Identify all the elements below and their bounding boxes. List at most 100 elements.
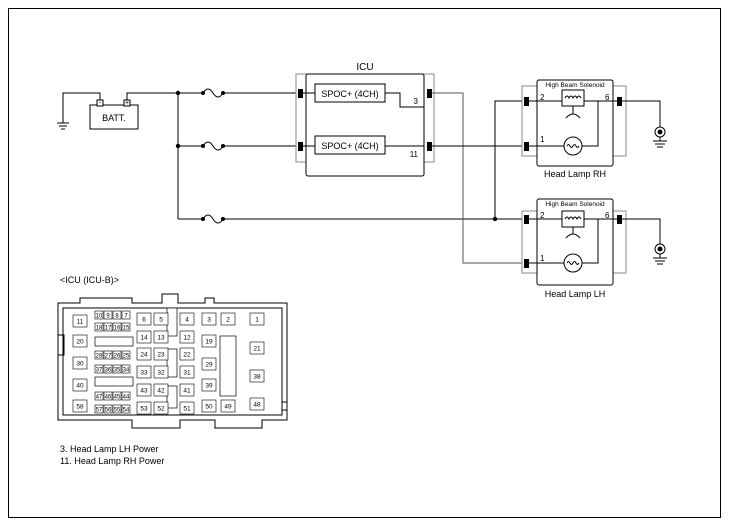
connector-pin: 18: [94, 322, 104, 332]
connector-pin-number: 6: [142, 317, 146, 324]
connector-pin-number: 57: [96, 407, 103, 413]
connector-pin-number: 5: [159, 317, 163, 324]
icu-title: ICU: [356, 62, 373, 73]
connector-pin: 10: [94, 310, 104, 320]
connector-pin-number: 3: [207, 317, 211, 324]
connector-pin: 56: [103, 404, 113, 414]
connector-pin-number: 52: [157, 406, 165, 413]
connector-pin: 53: [136, 401, 152, 415]
lamp-name: Head Lamp RH: [544, 169, 606, 179]
output-wiring: [432, 92, 525, 264]
connector-pin: 49: [220, 399, 236, 413]
connector-pin-number: 39: [205, 383, 213, 390]
connector-pin: 7: [121, 310, 131, 320]
connector-pin-number: 35: [114, 367, 121, 373]
connector-pin: 27: [103, 350, 113, 360]
connector-pin-number: 2: [226, 317, 230, 324]
connector-pin-number: 21: [253, 346, 261, 353]
connector-pin-number: 16: [114, 325, 121, 331]
head-lamp-rh: High Beam Solenoid 2 1 6 Head Lamp RH: [521, 79, 667, 179]
connector-pin: 39: [201, 378, 217, 392]
connector-pin: 35: [112, 364, 122, 374]
connector-pin: 50: [201, 399, 217, 413]
connector-pin-number: 12: [183, 335, 191, 342]
connector-pin: 1: [249, 312, 265, 326]
connector-title: <ICU (ICU-B)>: [60, 275, 119, 285]
connector-pin-number: 47: [96, 394, 103, 400]
connector-pin-number: 28: [96, 353, 103, 359]
connector-pin-number: 11: [77, 319, 84, 326]
connector-pin-number: 46: [105, 394, 112, 400]
icu-channel-label: SPOC+ (4CH): [321, 141, 378, 151]
connector-pin-number: 14: [140, 335, 148, 342]
connector-pin-number: 22: [183, 352, 191, 359]
connector-pin-number: 50: [205, 404, 213, 411]
connector-pin: 52: [153, 401, 169, 415]
connector-pin-number: 43: [140, 388, 148, 395]
connector-pin: 54: [121, 404, 131, 414]
lamp-bulb-icon: [563, 253, 583, 273]
connector-pin: 5: [153, 312, 169, 326]
connector-pin-number: 13: [157, 335, 165, 342]
lamp-pin: 2: [540, 93, 545, 102]
connector-pin: 43: [136, 383, 152, 397]
lamp-pin: 1: [540, 254, 545, 263]
lamp-name: Head Lamp LH: [545, 289, 606, 299]
diagram-border: [8, 8, 721, 518]
connector-pin: 2: [220, 312, 236, 326]
lamp-bulb-icon: [563, 136, 583, 156]
connector-pin-number: 27: [105, 353, 112, 359]
connector-pin-number: 36: [105, 367, 112, 373]
ground-icon: [653, 243, 667, 265]
connector-pin: 31: [179, 365, 195, 379]
fuse-icon: [201, 88, 225, 98]
connector-pin: 13: [153, 330, 169, 344]
connector-pin: 46: [103, 391, 113, 401]
connector-pin: 42: [153, 383, 169, 397]
connector-pin-number: 31: [183, 370, 191, 377]
connector-pin: 15: [121, 322, 131, 332]
icu-module: ICU SPOC+ (4CH) SPOC+ (4CH) 3 11: [295, 62, 435, 177]
connector-pin-number: 49: [224, 404, 232, 411]
fuse-icon: [201, 214, 225, 224]
solenoid-label: High Beam Solenoid: [545, 82, 605, 89]
connector-pin-number: 42: [157, 388, 165, 395]
connector-pin-number: 15: [123, 325, 130, 331]
connector-pin-number: 48: [253, 402, 261, 409]
connector-pin: 47: [94, 391, 104, 401]
lamp-pin: 6: [605, 93, 610, 102]
fuse-icon: [201, 141, 225, 151]
solenoid-coil-icon: [561, 210, 585, 228]
connector-pin-number: 7: [124, 313, 128, 319]
connector-pin: 24: [136, 347, 152, 361]
connector-pin-number: 34: [123, 367, 130, 373]
connector-pin-number: 40: [76, 383, 84, 390]
connector-pin: 9: [103, 310, 113, 320]
connector-pin-number: 8: [115, 313, 119, 319]
connector-pin: 12: [179, 330, 195, 344]
connector-pin: 36: [103, 364, 113, 374]
connector-pin: 21: [249, 341, 265, 355]
connector-pin-number: 4: [185, 317, 189, 324]
supply-wiring: [126, 88, 495, 224]
connector-pin: 41: [179, 383, 195, 397]
ground-icon: [57, 122, 69, 130]
connector-pin: 45: [112, 391, 122, 401]
connector-pin-number: 20: [76, 339, 84, 346]
connector-pin: 29: [201, 357, 217, 371]
connector-pin-number: 45: [114, 394, 121, 400]
connector-pin: 58: [72, 399, 88, 413]
connector-pin: 33: [136, 365, 152, 379]
icu-pin-number: 11: [410, 150, 419, 159]
connector-pin-number: 55: [114, 407, 121, 413]
connector-pin: 28: [94, 350, 104, 360]
connector-pin-number: 33: [140, 370, 148, 377]
icu-pin-number: 3: [414, 97, 419, 106]
connector-pin: 55: [112, 404, 122, 414]
solenoid-label: High Beam Solenoid: [545, 201, 605, 208]
connector-pin-number: 58: [76, 404, 84, 411]
connector-pin: 11: [72, 314, 88, 328]
connector-pin: 8: [112, 310, 122, 320]
